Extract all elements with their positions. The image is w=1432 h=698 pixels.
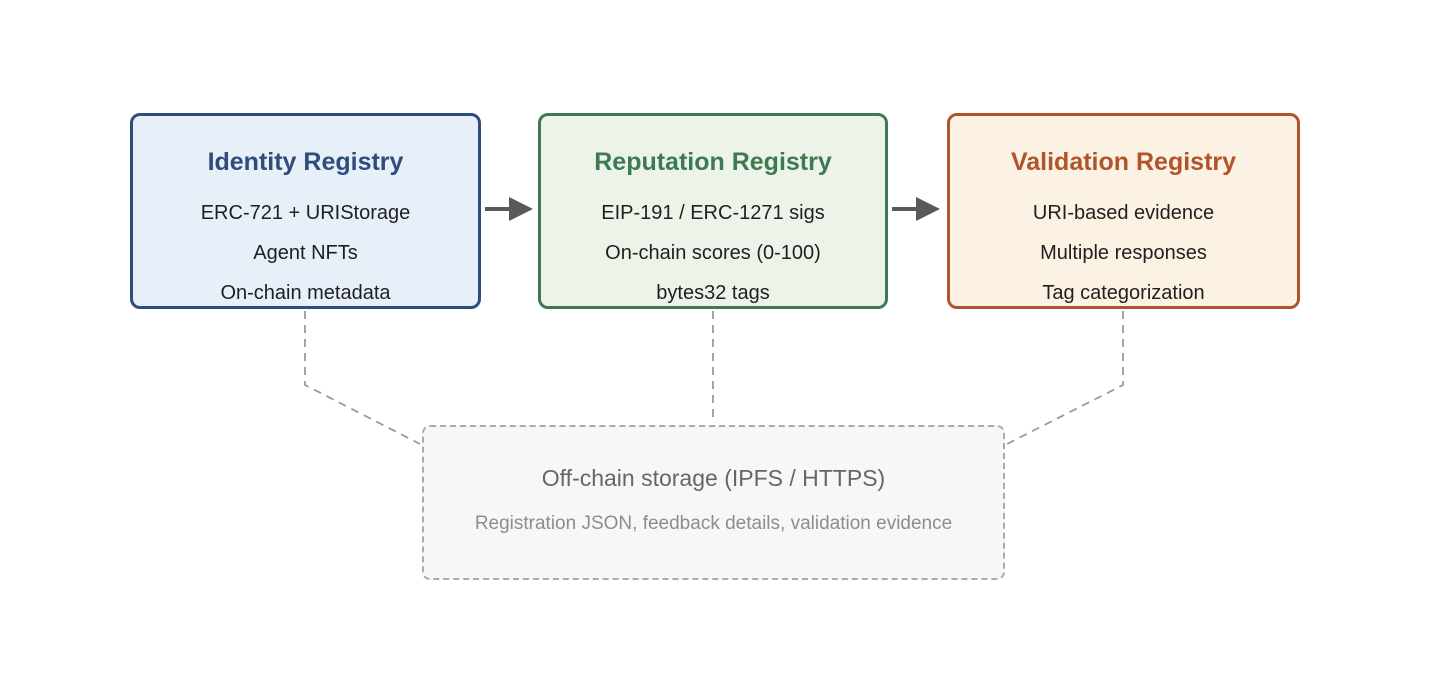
- validation-registry-card: Validation Registry URI-based evidence M…: [947, 113, 1300, 309]
- reputation-registry-item: bytes32 tags: [656, 282, 770, 304]
- validation-registry-item: Tag categorization: [1042, 282, 1205, 304]
- dashed-connector-identity-to-storage: [304, 311, 421, 445]
- validation-registry-item: URI-based evidence: [1032, 202, 1215, 224]
- validation-registry-item: Multiple responses: [1040, 242, 1207, 264]
- dashed-connector-validation-to-storage: [1006, 311, 1124, 445]
- identity-registry-item: Agent NFTs: [253, 242, 358, 264]
- reputation-registry-card: Reputation Registry EIP-191 / ERC-1271 s…: [538, 113, 888, 309]
- validation-registry-items: URI-based evidence Multiple responses Ta…: [950, 193, 1297, 313]
- off-chain-storage-title: Off-chain storage (IPFS / HTTPS): [541, 465, 886, 491]
- reputation-registry-item: On-chain scores (0-100): [605, 242, 821, 264]
- identity-registry-title: Identity Registry: [207, 148, 404, 176]
- identity-registry-card: Identity Registry ERC-721 + URIStorage A…: [130, 113, 481, 309]
- off-chain-storage-card: Off-chain storage (IPFS / HTTPS) Registr…: [422, 425, 1005, 580]
- identity-registry-items: ERC-721 + URIStorage Agent NFTs On-chain…: [133, 193, 478, 313]
- identity-registry-item: ERC-721 + URIStorage: [200, 202, 411, 224]
- reputation-registry-item: EIP-191 / ERC-1271 sigs: [601, 202, 825, 224]
- arrow-identity-to-reputation-icon: [485, 197, 533, 221]
- off-chain-storage-subtitle: Registration JSON, feedback details, val…: [474, 513, 953, 534]
- identity-registry-item: On-chain metadata: [220, 282, 391, 304]
- reputation-registry-title: Reputation Registry: [594, 148, 832, 176]
- arrow-reputation-to-validation-icon: [892, 197, 940, 221]
- validation-registry-title: Validation Registry: [1010, 148, 1237, 176]
- reputation-registry-items: EIP-191 / ERC-1271 sigs On-chain scores …: [541, 193, 885, 313]
